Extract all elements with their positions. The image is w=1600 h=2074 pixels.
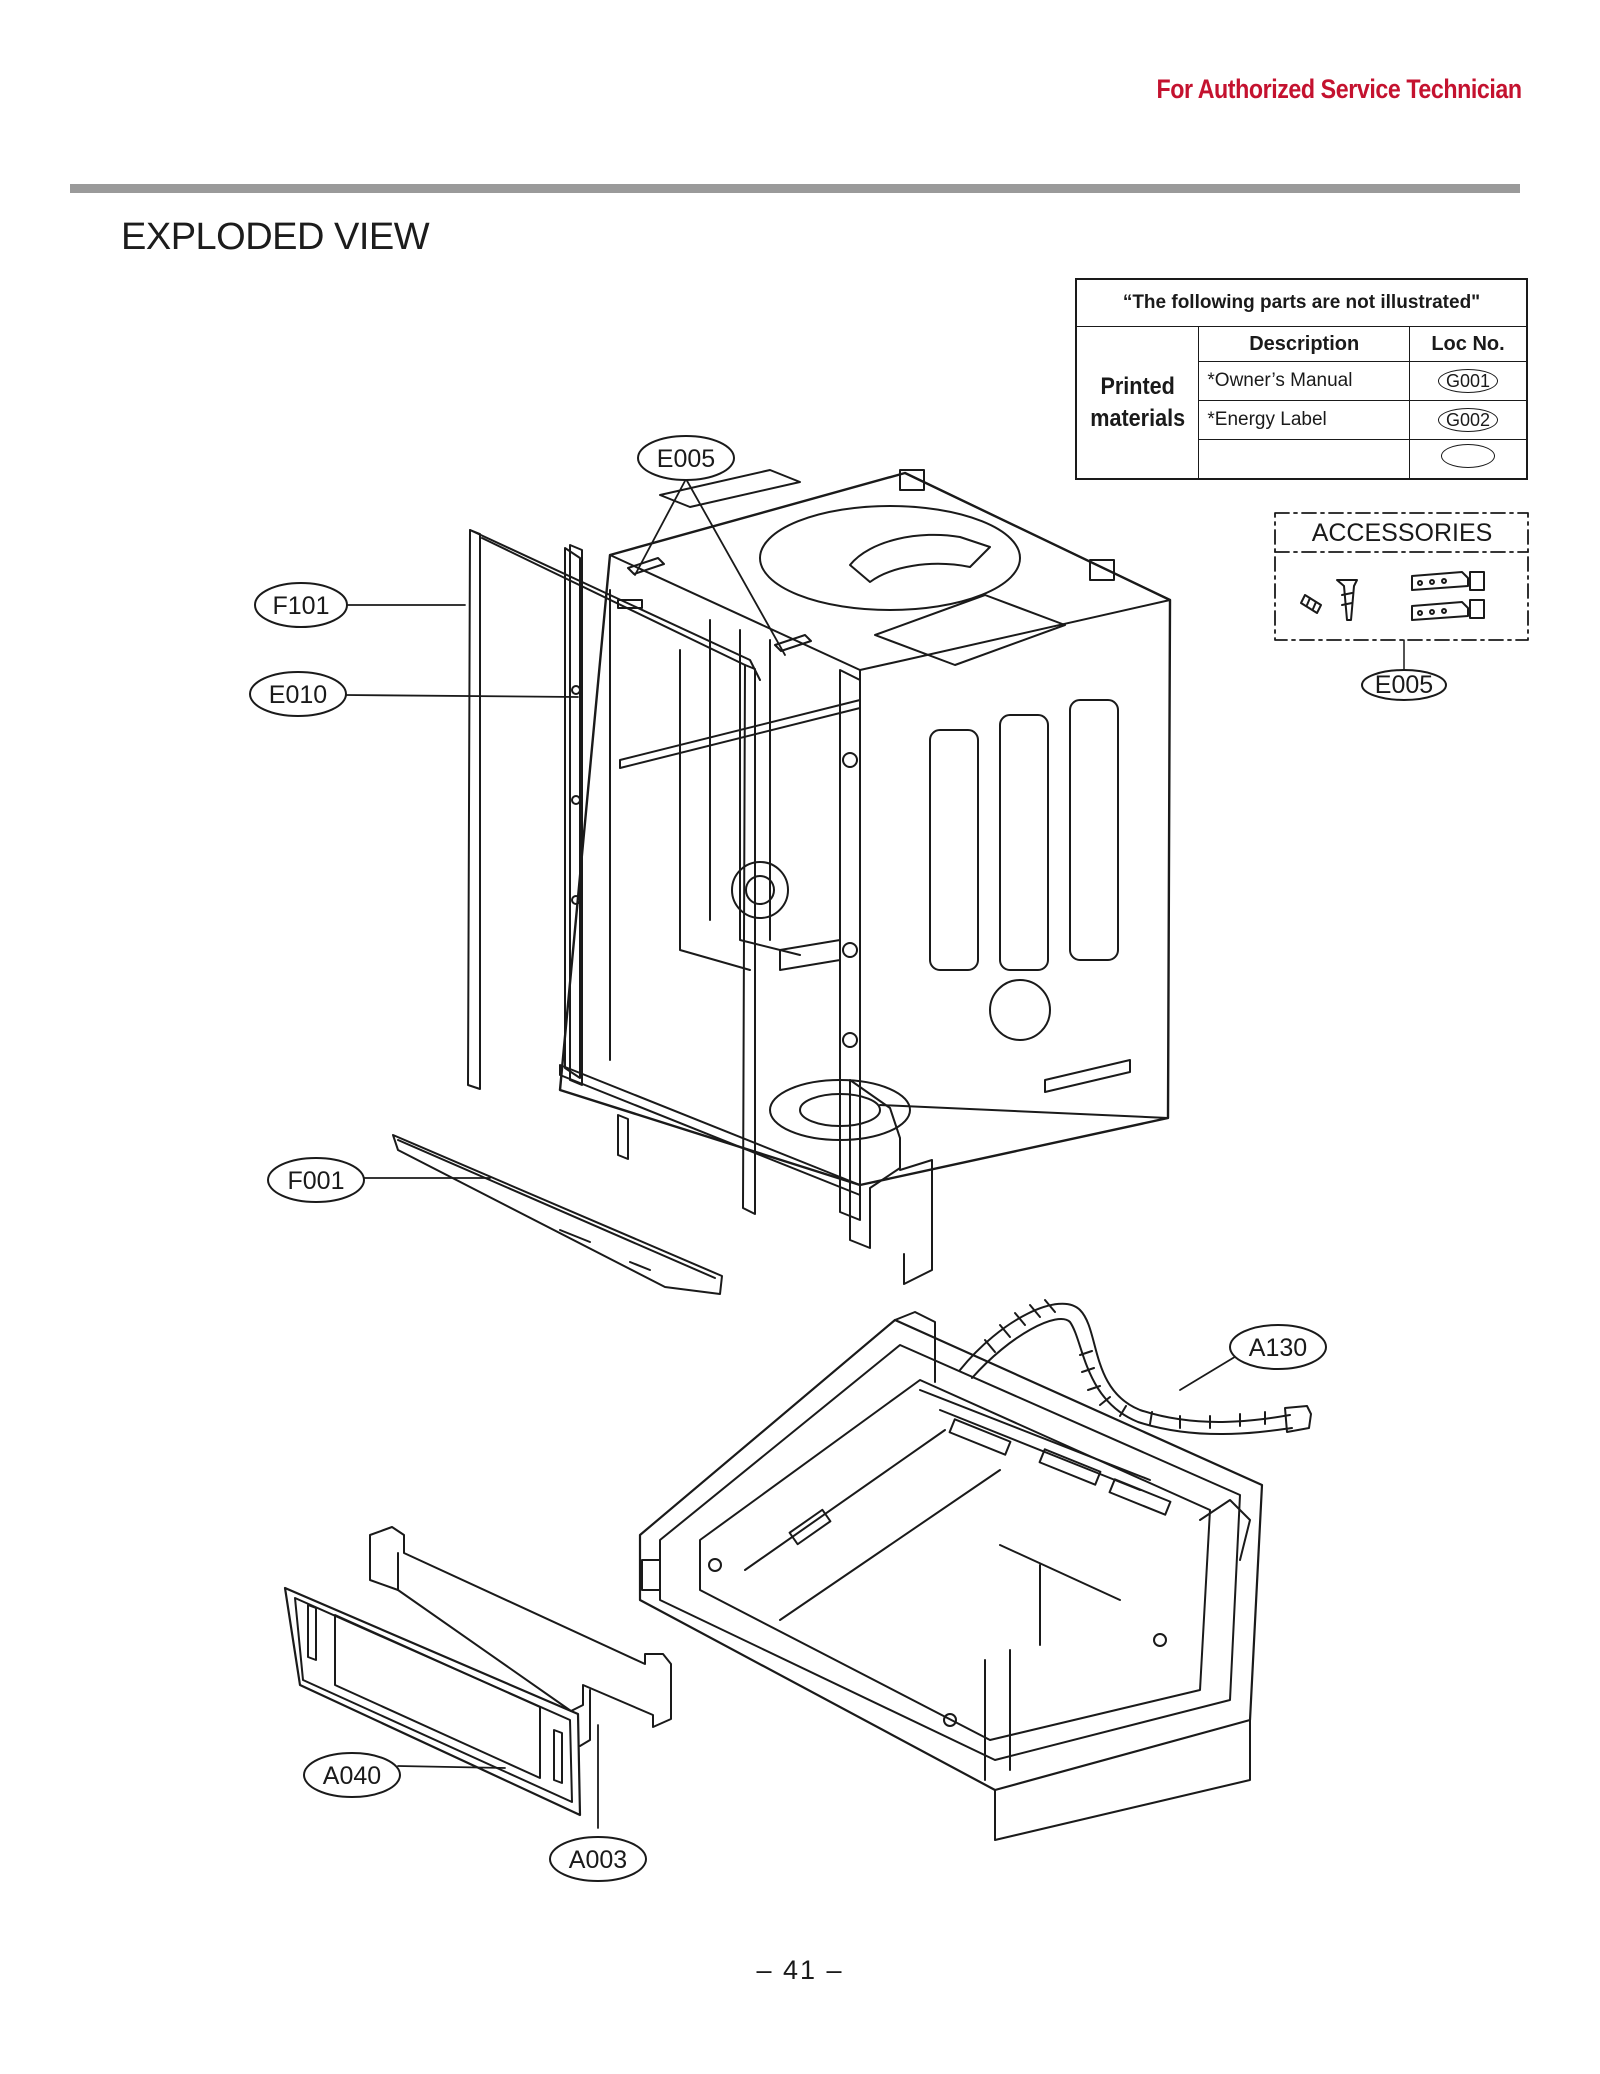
callout-oval-f001 bbox=[267, 1157, 365, 1203]
leader-a130 bbox=[1179, 1354, 1239, 1391]
callout-oval-e010 bbox=[249, 671, 347, 717]
callout-e005-accessories: E005 bbox=[1375, 671, 1433, 699]
tub-assembly bbox=[558, 469, 1172, 1285]
row-description: *Owner’s Manual bbox=[1198, 361, 1410, 401]
screw-icon bbox=[1300, 579, 1358, 621]
table-caption: “The following parts are not illustrated… bbox=[1075, 278, 1528, 327]
drain-hose-a130 bbox=[959, 1299, 1312, 1436]
hinge-brackets bbox=[617, 557, 812, 652]
kick-plate-a040 bbox=[283, 1586, 582, 1817]
column-header-loc-no: Loc No. bbox=[1409, 326, 1528, 362]
group-label-line2: materials bbox=[1090, 404, 1186, 432]
toe-kick-bracket-a003 bbox=[369, 1526, 672, 1747]
page-number: – 41 – bbox=[756, 1955, 844, 1985]
callout-oval-a003 bbox=[549, 1836, 647, 1882]
hinge-bracket-icon bbox=[1411, 571, 1485, 621]
leader-e005-right bbox=[685, 478, 786, 656]
leader-a040 bbox=[397, 1765, 506, 1769]
group-label-line1: Printed bbox=[1100, 372, 1175, 400]
callout-oval-a130 bbox=[1229, 1324, 1327, 1370]
loc-oval: G002 bbox=[1437, 408, 1499, 432]
callout-oval-a040 bbox=[303, 1752, 401, 1798]
header-divider bbox=[70, 184, 1520, 193]
table-row: *Owner’s Manual G001 bbox=[1076, 361, 1528, 401]
row-loc: G002 bbox=[1409, 400, 1528, 440]
row-description: *Energy Label bbox=[1198, 400, 1410, 440]
callout-f101: F101 bbox=[273, 592, 330, 620]
callout-e010: E010 bbox=[269, 681, 327, 709]
door-gasket-f101 bbox=[467, 529, 761, 1215]
callout-oval-e005-accessories bbox=[1361, 669, 1447, 701]
side-trim-strip bbox=[569, 544, 583, 1086]
not-illustrated-parts-table: “The following parts are not illustrated… bbox=[1075, 278, 1528, 480]
header-service-notice: For Authorized Service Technician bbox=[1156, 74, 1523, 104]
column-header-description: Description bbox=[1198, 326, 1410, 362]
accessories-label: ACCESSORIES bbox=[1312, 519, 1493, 547]
table-row: *Energy Label G002 bbox=[1076, 400, 1528, 440]
page-title: EXPLODED VIEW bbox=[121, 216, 430, 258]
leader-e010 bbox=[344, 694, 579, 698]
leader-e005-left bbox=[634, 478, 687, 576]
callout-oval-f101 bbox=[254, 582, 348, 628]
base-frame-assembly bbox=[638, 1311, 1264, 1841]
row-description bbox=[1198, 439, 1410, 480]
callout-e005-top: E005 bbox=[657, 445, 715, 473]
callout-oval-e005-top bbox=[637, 435, 735, 481]
callout-a003: A003 bbox=[569, 1846, 627, 1874]
callout-a130: A130 bbox=[1249, 1334, 1307, 1362]
loc-oval: G001 bbox=[1437, 369, 1499, 393]
leader-lines bbox=[344, 478, 1239, 1829]
table-row bbox=[1076, 439, 1528, 480]
row-loc bbox=[1409, 439, 1528, 480]
row-loc: G001 bbox=[1409, 361, 1528, 401]
group-label-printed-materials: Printed materials bbox=[1081, 326, 1194, 480]
callout-f001: F001 bbox=[288, 1167, 345, 1195]
callout-a040: A040 bbox=[323, 1762, 381, 1790]
base-strip-f001 bbox=[392, 1134, 723, 1295]
accessories-box bbox=[1274, 512, 1529, 673]
loc-oval-empty bbox=[1441, 444, 1495, 468]
